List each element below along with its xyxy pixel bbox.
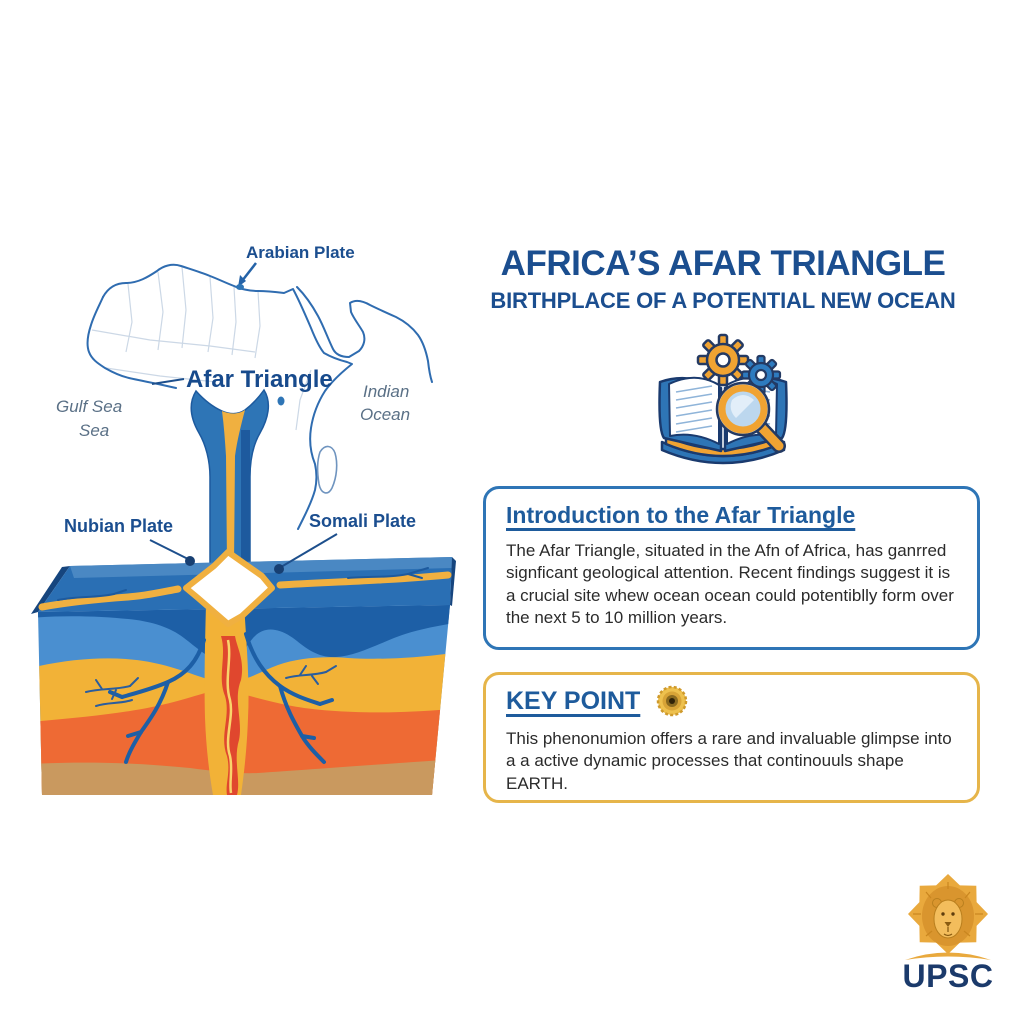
nubian-plate-label: Nubian Plate	[64, 516, 173, 536]
arabian-marker-icon	[236, 284, 244, 290]
map-internal-borders	[91, 266, 312, 431]
gold-medal-icon	[657, 685, 688, 717]
magnifier-icon	[715, 381, 786, 453]
arabian-plate-label: Arabian Plate	[246, 243, 355, 262]
upsc-wordmark: UPSC	[902, 958, 994, 994]
key-point-card: KEY POINT This phenonumion offers a rare…	[483, 672, 980, 803]
crack-hairlines	[85, 665, 337, 707]
rift-junction	[183, 549, 275, 627]
afar-triangle-label: Afar Triangle	[186, 366, 333, 393]
indian-ocean-label-line2: Ocean	[360, 405, 410, 424]
book-gears-magnifier-icon	[658, 333, 788, 465]
page-subtitle: BIRTHPLACE OF A POTENTIAL NEW OCEAN	[490, 287, 956, 313]
page-title: AFRICA’S AFAR TRIANGLE	[500, 244, 946, 283]
surface-cracks	[38, 571, 452, 611]
somali-plate-dot	[274, 564, 284, 574]
key-point-body: This phenonumion offers a rare and inval…	[506, 729, 952, 793]
lion-head-icon	[905, 874, 991, 960]
rift-channel	[190, 388, 270, 567]
gear-icon	[696, 333, 750, 387]
key-point-heading: KEY POINT	[506, 686, 641, 715]
gulf-sea-label-line1: Gulf Sea	[56, 397, 122, 416]
header: AFRICA’S AFAR TRIANGLE BIRTHPLACE OF A P…	[468, 244, 978, 313]
lake-icon	[277, 396, 285, 406]
map-outline	[86, 263, 433, 530]
intro-card-heading: Introduction to the Afar Triangle	[506, 502, 856, 528]
surface-hairline-cracks	[57, 567, 429, 601]
nubian-plate-dot	[185, 556, 195, 566]
intro-card-body: The Afar Triangle, situated in the Afn o…	[506, 541, 954, 628]
gulf-sea-label-line2: Sea	[79, 421, 109, 440]
crust-block	[31, 549, 456, 795]
indian-ocean-label-line1: Indian	[363, 382, 409, 401]
crust-layers	[38, 605, 450, 795]
somali-plate-label: Somali Plate	[309, 511, 416, 531]
afar-rift-diagram: Arabian Plate Afar Triangle Gulf Sea Sea…	[31, 243, 456, 795]
intro-card: Introduction to the Afar Triangle The Af…	[483, 486, 980, 650]
leader-lines	[149, 262, 338, 568]
crack-roots	[108, 632, 334, 764]
